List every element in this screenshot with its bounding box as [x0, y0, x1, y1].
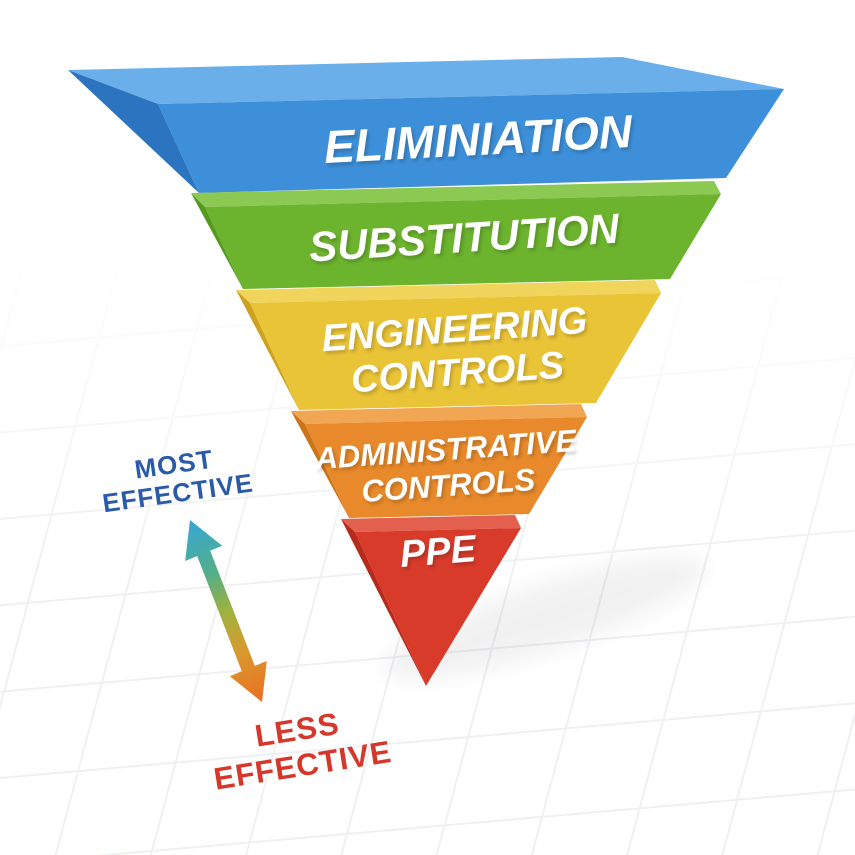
layer-administrative-controls-top [291, 404, 587, 424]
layer-substitution-front [205, 194, 721, 289]
label-ppe: PPE [398, 528, 477, 577]
layer-substitution-top [191, 181, 721, 207]
layer-elimination-side [68, 70, 199, 193]
layer-substitution [191, 181, 721, 289]
layer-engineering-controls-top [236, 280, 661, 303]
pyramid-shadow [382, 556, 708, 680]
layer-administrative-controls [291, 404, 587, 518]
layer-elimination-top [68, 57, 784, 104]
layer-ppe [341, 515, 521, 686]
effectiveness-arrow [185, 520, 267, 702]
layer-administrative-controls-side [291, 411, 349, 518]
layer-elimination-front [158, 89, 784, 193]
layer-ppe-side [341, 519, 426, 686]
label-ppe-text: PPE [398, 528, 478, 576]
layer-engineering-controls [236, 280, 661, 410]
layer-engineering-controls-side [236, 290, 299, 410]
layer-engineering-controls-front [250, 293, 661, 410]
layer-substitution-side [191, 193, 243, 289]
layer-elimination [68, 57, 784, 193]
layer-ppe-top [341, 515, 521, 532]
layer-administrative-controls-front [305, 417, 587, 518]
layer-ppe-front [355, 528, 521, 686]
